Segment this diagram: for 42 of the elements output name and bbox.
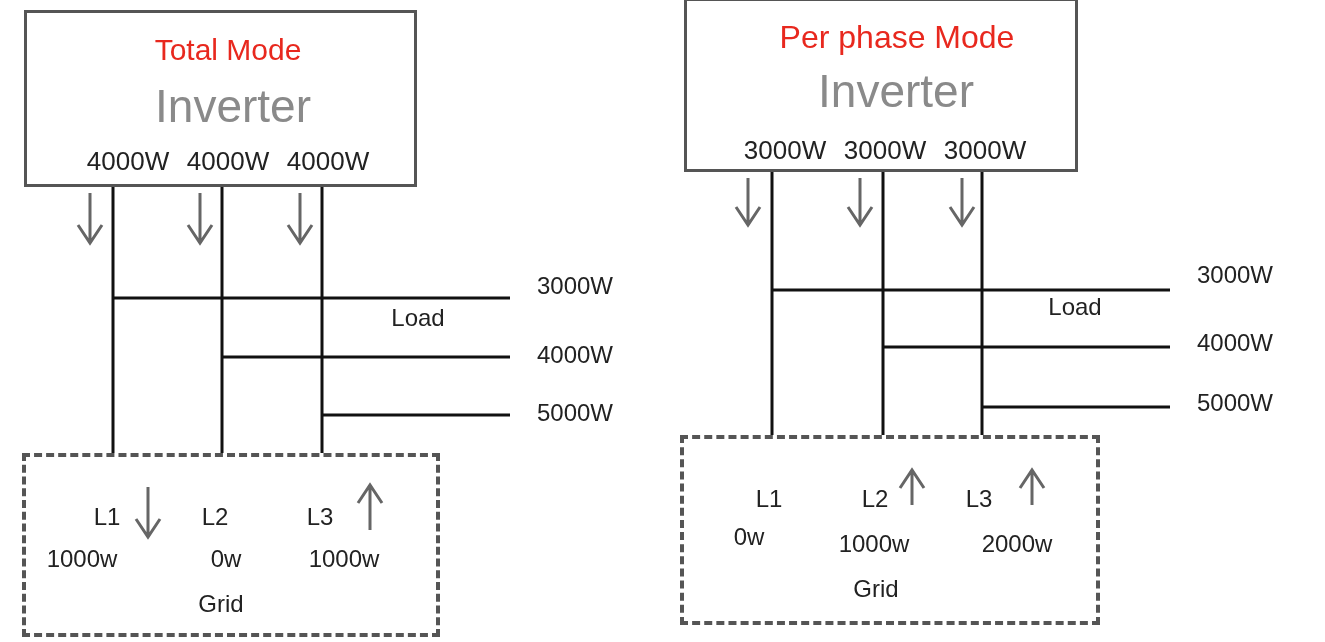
phase-label: L3 bbox=[306, 505, 334, 529]
inverter-box bbox=[684, 0, 1078, 172]
device-name: Inverter bbox=[155, 83, 311, 129]
phase-label: L1 bbox=[755, 487, 783, 511]
load-label: Load bbox=[1048, 295, 1102, 319]
load-power: 4000W bbox=[1197, 331, 1273, 355]
inverter-box bbox=[24, 10, 417, 187]
grid-label: Grid bbox=[853, 577, 899, 601]
power-value: 0w bbox=[210, 547, 242, 571]
power-value: 4000W bbox=[286, 148, 370, 174]
phase-label: L2 bbox=[201, 505, 229, 529]
grid-label: Grid bbox=[198, 592, 244, 616]
load-power: 4000W bbox=[537, 343, 613, 367]
device-name: Inverter bbox=[818, 68, 974, 114]
power-value: 4000W bbox=[86, 148, 170, 174]
load-label: Load bbox=[391, 306, 445, 330]
mode-title: Total Mode bbox=[154, 35, 302, 65]
power-value: 0w bbox=[733, 525, 765, 549]
phase-label: L2 bbox=[861, 487, 889, 511]
grid-box bbox=[680, 435, 1100, 625]
load-power: 3000W bbox=[1197, 263, 1273, 287]
power-value: 3000W bbox=[843, 137, 927, 163]
phase-line bbox=[980, 172, 984, 435]
phase-line bbox=[320, 187, 324, 453]
power-value: 3000W bbox=[943, 137, 1027, 163]
phase-line bbox=[770, 172, 774, 435]
load-power: 5000W bbox=[1197, 391, 1273, 415]
mode-title: Per phase Mode bbox=[779, 21, 1015, 53]
phase-line bbox=[111, 187, 115, 453]
phase-label: L3 bbox=[965, 487, 993, 511]
phase-line bbox=[881, 172, 885, 435]
load-power: 3000W bbox=[537, 274, 613, 298]
power-value: 1000w bbox=[46, 547, 118, 571]
grid-box bbox=[22, 453, 440, 637]
power-value: 3000W bbox=[743, 137, 827, 163]
power-value: 2000w bbox=[981, 532, 1053, 556]
power-value: 4000W bbox=[186, 148, 270, 174]
power-value: 1000w bbox=[308, 547, 380, 571]
power-value: 1000w bbox=[838, 532, 910, 556]
load-power: 5000W bbox=[537, 401, 613, 425]
phase-label: L1 bbox=[93, 505, 121, 529]
phase-line bbox=[220, 187, 224, 453]
